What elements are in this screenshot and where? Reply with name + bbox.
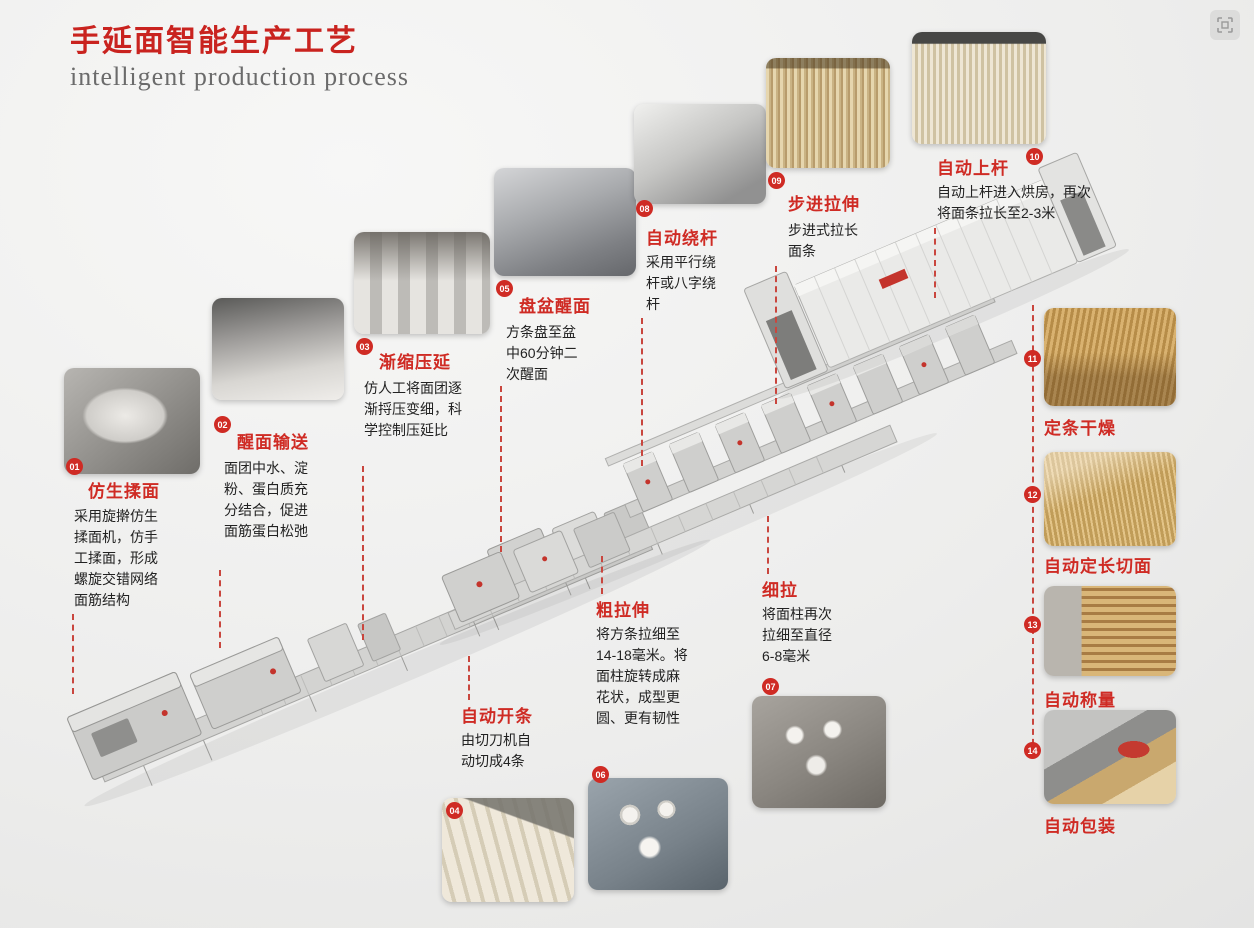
step-08-title: 自动绕杆 [646, 229, 718, 248]
screenshot-button[interactable] [1210, 10, 1240, 40]
step-07-title: 细拉 [762, 581, 798, 600]
step-10-desc: 自动上杆进入烘房，再次将面条拉长至2-3米 [937, 184, 1091, 221]
step-11-badge: 11 [1024, 350, 1041, 367]
step-12-title: 自动定长切面 [1044, 557, 1152, 576]
step-09-title: 步进拉伸 [788, 195, 860, 214]
step-07-badge: 07 [762, 678, 779, 695]
step-06-title: 粗拉伸 [596, 601, 650, 620]
step-12-photo [1044, 452, 1176, 546]
connector-step-07 [767, 516, 769, 574]
step-04-photo [442, 798, 574, 902]
step-13-title: 自动称量 [1044, 691, 1116, 710]
connector-step-08 [641, 318, 643, 466]
step-07-photo [752, 696, 886, 808]
step-07-desc: 将面柱再次拉细至直径6-8毫米 [762, 606, 832, 664]
step-02-desc: 面团中水、淀粉、蛋白质充分结合，促进面筋蛋白松弛 [224, 460, 308, 539]
page-subtitle: intelligent production process [70, 62, 410, 91]
step-06-desc: 将方条拉细至14-18毫米。将面柱旋转成麻花状，成型更圆、更有韧性 [596, 626, 688, 726]
connector-right-column [1032, 305, 1034, 755]
step-02-photo [212, 298, 344, 400]
step-13-photo [1044, 586, 1176, 676]
step-03-title: 渐缩压延 [379, 353, 451, 372]
step-08-photo [634, 104, 766, 204]
step-04-badge: 04 [446, 802, 463, 819]
page-title: 手延面智能生产工艺 [70, 25, 358, 58]
connector-step-02 [219, 570, 221, 648]
step-11-title: 定条干燥 [1044, 419, 1116, 438]
step-14-title: 自动包装 [1044, 817, 1116, 836]
step-14-badge: 14 [1024, 742, 1041, 759]
step-01-desc: 采用旋擀仿生揉面机，仿手工揉面，形成螺旋交错网络面筋结构 [74, 508, 158, 608]
step-05-photo [494, 168, 636, 276]
step-01-title: 仿生揉面 [88, 482, 160, 501]
step-10-badge: 10 [1026, 148, 1043, 165]
step-01-photo [64, 368, 200, 474]
step-04-desc: 由切刀机自动切成4条 [461, 732, 531, 769]
step-13-badge: 13 [1024, 616, 1041, 633]
step-04-title: 自动开条 [461, 707, 533, 726]
step-09-desc: 步进式拉长面条 [788, 222, 858, 259]
step-01-badge: 01 [66, 458, 83, 475]
connector-step-09 [775, 266, 777, 404]
step-03-photo [354, 232, 490, 334]
step-03-badge: 03 [356, 338, 373, 355]
connector-step-01 [72, 614, 74, 694]
step-09-badge: 09 [768, 172, 785, 189]
connector-step-05 [500, 386, 502, 552]
step-14-photo [1044, 710, 1176, 804]
step-11-photo [1044, 308, 1176, 406]
connector-step-10 [934, 228, 936, 298]
step-03-desc: 仿人工将面团逐渐捋压变细，科学控制压延比 [364, 380, 462, 438]
connector-step-06 [601, 556, 603, 594]
step-09-photo [766, 58, 890, 168]
connector-step-03 [362, 466, 364, 640]
step-05-desc: 方条盘至盆中60分钟二次醒面 [506, 324, 578, 382]
step-10-title: 自动上杆 [937, 159, 1009, 178]
header: 手延面智能生产工艺 intelligent production process [70, 16, 409, 92]
screenshot-icon [1217, 17, 1233, 33]
connector-step-04 [468, 656, 470, 700]
step-02-title: 醒面输送 [237, 433, 309, 452]
step-05-title: 盘盆醒面 [519, 297, 591, 316]
step-08-desc: 采用平行绕杆或八字绕杆 [646, 254, 716, 312]
step-05-badge: 05 [496, 280, 513, 297]
step-12-badge: 12 [1024, 486, 1041, 503]
step-06-badge: 06 [592, 766, 609, 783]
step-02-badge: 02 [214, 416, 231, 433]
step-08-badge: 08 [636, 200, 653, 217]
step-10-photo [912, 32, 1046, 144]
step-06-photo [588, 778, 728, 890]
